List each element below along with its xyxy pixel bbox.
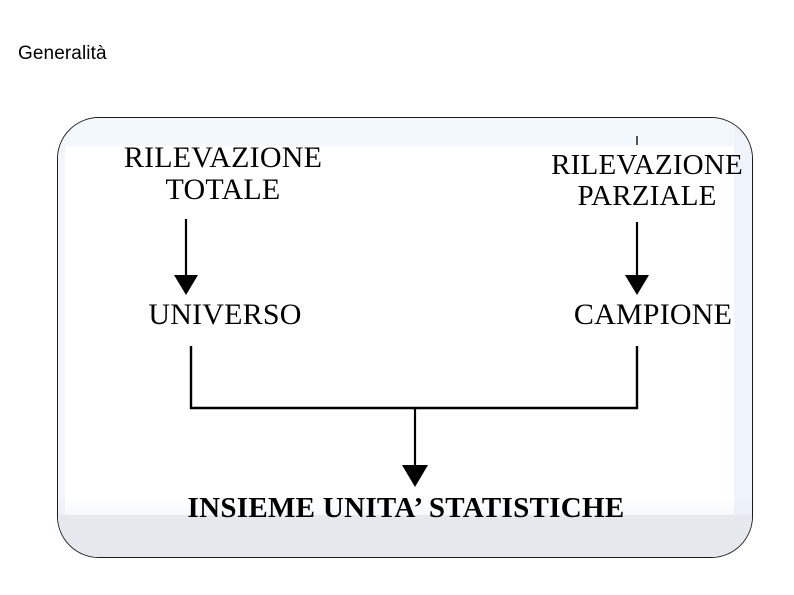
arrow-parziale-to-campione-icon: [625, 222, 649, 295]
diagram-container: RILEVAZIONE TOTALE RILEVAZIONE PARZIALE …: [57, 117, 753, 558]
arrow-totale-to-universo-icon: [174, 219, 198, 295]
bracket-merge-icon: [189, 346, 639, 410]
node-campione: CAMPIONE: [573, 298, 733, 331]
arrow-junction-to-insieme-icon: [402, 409, 428, 487]
node-insieme-unita-statistiche: INSIEME UNITA’ STATISTICHE: [187, 492, 625, 524]
node-universo: UNIVERSO: [148, 298, 302, 331]
node-rilevazione-totale: RILEVAZIONE TOTALE: [123, 141, 323, 206]
node-rilevazione-parziale: RILEVAZIONE PARZIALE: [551, 149, 743, 212]
stray-tick-mark: [636, 136, 638, 145]
page-title: Generalità: [18, 43, 107, 64]
box-inner-band-left: [58, 118, 65, 557]
